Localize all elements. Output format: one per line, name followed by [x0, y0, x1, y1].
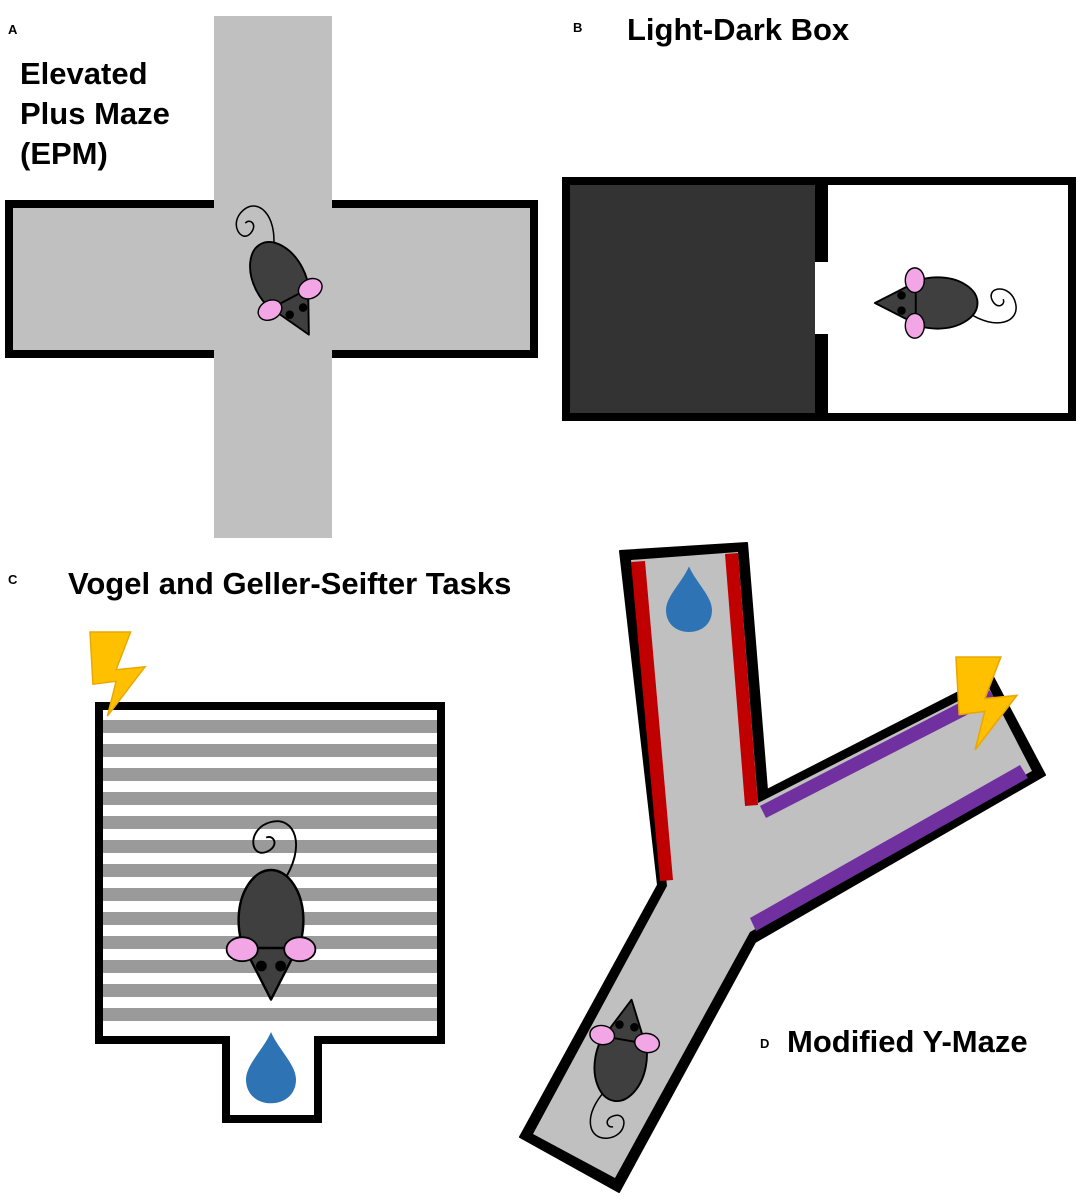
panel-a-letter: A: [8, 22, 18, 37]
panel-a-title: Elevated Plus Maze (EPM): [20, 54, 170, 174]
panel-a-title-line-1: Elevated: [20, 56, 148, 91]
vogel-geller-seifter-apparatus: [89, 631, 445, 1123]
modified-y-maze: [519, 542, 1046, 1193]
panel-d-title: Modified Y-Maze: [787, 1024, 1028, 1059]
panel-b-title: Light-Dark Box: [627, 12, 850, 47]
panel-d-letter: D: [760, 1036, 770, 1051]
elevated-plus-maze: [5, 16, 538, 538]
panel-b-letter: B: [573, 20, 583, 35]
panel-a-title-line-3: (EPM): [20, 136, 108, 171]
light-dark-box: [562, 177, 1076, 421]
panel-c-letter: C: [8, 572, 18, 587]
panel-a-title-line-2: Plus Maze: [20, 96, 170, 131]
panel-c-title: Vogel and Geller-Seifter Tasks: [68, 566, 512, 601]
